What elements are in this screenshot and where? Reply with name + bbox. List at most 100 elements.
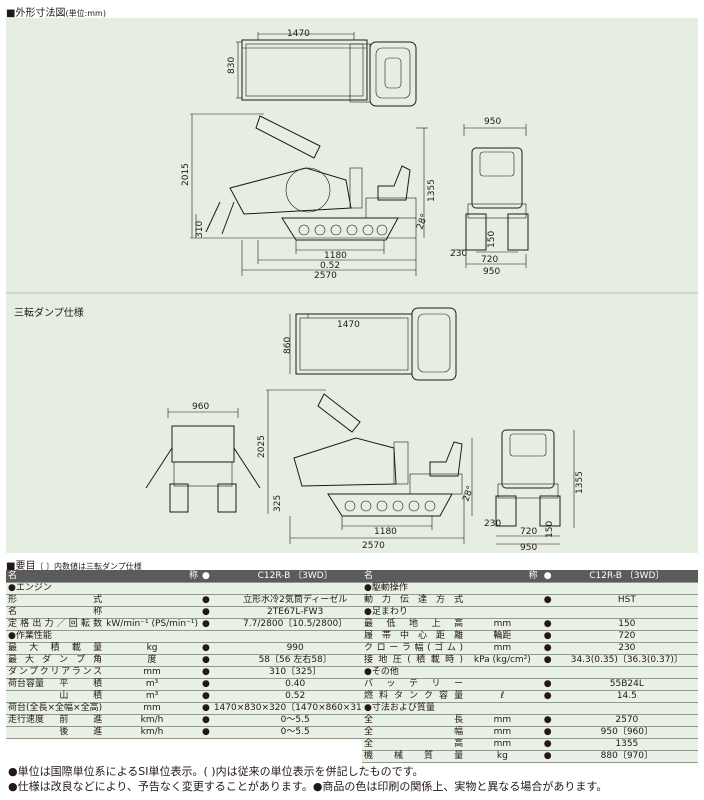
row-unit: 度 bbox=[104, 654, 200, 667]
row-value: 2570 bbox=[555, 714, 698, 727]
row-unit: mm bbox=[465, 726, 540, 739]
table-row: 荷台(全長×全幅×全高)mm●1470×830×320〔1470×860×315… bbox=[6, 702, 379, 715]
row-unit: ℓ bbox=[465, 690, 540, 703]
row-unit: mm bbox=[465, 642, 540, 655]
dim-3w-dump-clearance: 325 bbox=[273, 495, 283, 512]
row-unit bbox=[465, 594, 540, 607]
row-value: HST bbox=[555, 594, 698, 607]
row-dot: ● bbox=[199, 726, 212, 739]
footnote-spec-change: ●仕様は改良などにより、予告なく変更することがあります。●商品の色は印刷の関係上… bbox=[8, 780, 608, 793]
dim-3w-total-height: 2025 bbox=[257, 435, 267, 458]
row-value: 1470×830×320〔1470×860×315〕 bbox=[211, 702, 379, 715]
dim-3w-total-length: 2570 bbox=[362, 541, 385, 551]
dimension-drawings: 1470 830 bbox=[6, 29, 698, 553]
dim-front-width-bottom: 950 bbox=[483, 267, 500, 277]
row-name: ダンプクリアランス bbox=[6, 666, 105, 679]
row-value: 720 bbox=[555, 630, 698, 643]
row-dot: ● bbox=[199, 654, 212, 667]
dim-3w-bed-length: 1470 bbox=[337, 320, 360, 330]
table-row: バ ッ テ リ ー●55B24L bbox=[362, 678, 698, 691]
row-dot: ● bbox=[539, 618, 556, 631]
row-unit: 輪距 bbox=[465, 630, 540, 643]
group-label: ●エンジン bbox=[6, 582, 379, 595]
row-name: 全 幅 bbox=[362, 726, 466, 739]
rear-view-3way bbox=[145, 408, 261, 513]
row-unit: mm bbox=[465, 714, 540, 727]
table-row: ●その他 bbox=[362, 666, 698, 679]
dimension-diagram: 1470 830 bbox=[6, 18, 698, 553]
row-value: 2TE67L-FW3 bbox=[211, 606, 379, 619]
row-value: 150 bbox=[555, 618, 698, 631]
row-name bbox=[6, 726, 58, 739]
header-dot-cell: ● bbox=[539, 570, 556, 583]
row-value: 58〔56 左右58〕 bbox=[211, 654, 379, 667]
dim-ground-clearance: 150 bbox=[487, 231, 497, 248]
row-unit: kg bbox=[104, 642, 200, 655]
row-name: 最 大 積 載 量 bbox=[6, 642, 105, 655]
row-dot: ● bbox=[539, 654, 556, 667]
table-row: ●エンジン bbox=[6, 582, 379, 595]
row-unit: m³ bbox=[104, 678, 200, 691]
row-value: 0〜5.5 bbox=[211, 726, 379, 739]
row-name: バ ッ テ リ ー bbox=[362, 678, 466, 691]
footnote-si-units: ●単位は国際単位系によるSI単位表示。( )内は従来の単位表示を併記したものです… bbox=[8, 765, 424, 778]
table-row: ●寸法および質量 bbox=[362, 702, 698, 715]
table-row: ●駆動操作 bbox=[362, 582, 698, 595]
header-model-cell: C12R-B 〔3WD〕 bbox=[211, 570, 379, 583]
row-dot: ● bbox=[539, 738, 556, 751]
dim-bed-length: 1470 bbox=[287, 29, 310, 39]
top-view-3way bbox=[289, 307, 457, 381]
row-unit: kPa (kg/cm²) bbox=[465, 654, 540, 667]
group-label: ●作業性能 bbox=[6, 630, 379, 643]
dim-3w-front-height: 1355 bbox=[575, 471, 585, 494]
row-unit bbox=[465, 678, 540, 691]
table-row: 履 帯 中 心 距 離輪距●720 bbox=[362, 630, 698, 643]
row-dot: ● bbox=[539, 630, 556, 643]
row-dot: ● bbox=[539, 594, 556, 607]
row-name: 名 称 bbox=[6, 606, 105, 619]
row-name: 走行速度 bbox=[6, 714, 58, 727]
spec-section-title: ■要目〔 〕内数値は三転ダンプ仕様 bbox=[6, 561, 142, 572]
table-row: 最 大 ダ ン プ 角度●58〔56 左右58〕 bbox=[6, 654, 379, 667]
row-subname: 平 積 bbox=[57, 678, 105, 691]
row-dot: ● bbox=[539, 690, 556, 703]
row-value: 55B24L bbox=[555, 678, 698, 691]
table-header: 名 称●C12R-B 〔3WD〕 bbox=[362, 570, 698, 583]
row-unit bbox=[104, 606, 200, 619]
top-view-standard bbox=[236, 32, 417, 107]
dim-bed-load: 0.52 bbox=[320, 261, 340, 271]
row-value: 0.40 bbox=[211, 678, 379, 691]
row-value: 230 bbox=[555, 642, 698, 655]
row-dot: ● bbox=[199, 702, 212, 715]
row-subname: 前 進 bbox=[57, 714, 105, 727]
row-value: 0.52 bbox=[211, 690, 379, 703]
group-label: ●寸法および質量 bbox=[362, 702, 698, 715]
header-name-cell: 名 称 bbox=[6, 570, 200, 583]
table-row: 形 式●立形水冷2気筒ディーゼル bbox=[6, 594, 379, 607]
dim-total-length: 2570 bbox=[314, 271, 337, 281]
row-value: 立形水冷2気筒ディーゼル bbox=[211, 594, 379, 607]
row-name: クローラ幅(ゴム) bbox=[362, 642, 466, 655]
header-model-cell: C12R-B 〔3WD〕 bbox=[555, 570, 698, 583]
variant-label: 三転ダンプ仕様 bbox=[14, 306, 84, 319]
row-unit: km/h bbox=[104, 726, 200, 739]
row-name: 最 大 ダ ン プ 角 bbox=[6, 654, 105, 667]
front-view-standard bbox=[452, 124, 529, 268]
row-unit: kg bbox=[465, 750, 540, 763]
row-dot: ● bbox=[539, 642, 556, 655]
row-dot: ● bbox=[199, 618, 212, 631]
row-value: 7.7/2800〔10.5/2800〕 bbox=[211, 618, 379, 631]
row-value: 1355 bbox=[555, 738, 698, 751]
dim-dump-clearance: 310 bbox=[195, 221, 205, 238]
dim-front-width: 950 bbox=[484, 117, 501, 127]
